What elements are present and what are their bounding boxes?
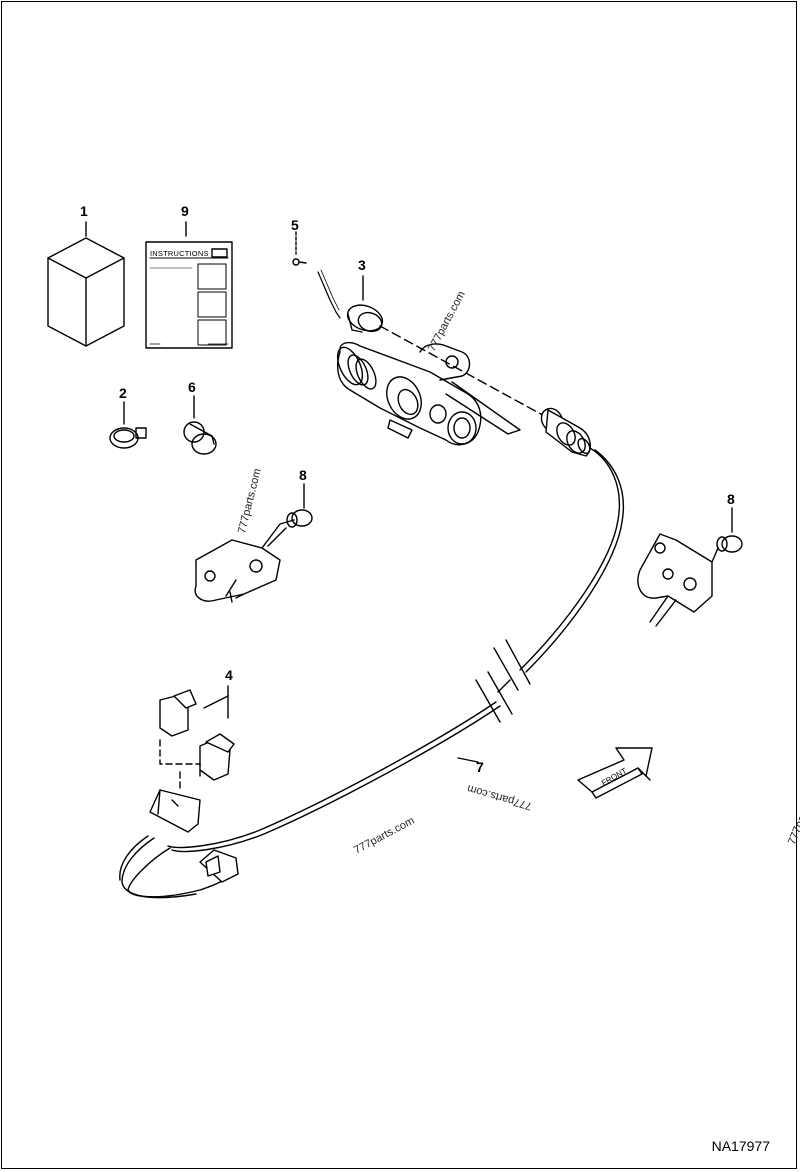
callout-8-left: 8	[299, 467, 307, 483]
assembly-line-3	[379, 325, 549, 419]
part-5-screw	[292, 258, 307, 266]
leader-4a	[203, 695, 229, 709]
callout-4: 4	[225, 667, 233, 683]
bracket-left	[194, 519, 295, 603]
part-3-tether	[317, 271, 341, 319]
part-9-instructions	[145, 241, 233, 349]
callout-5: 5	[291, 217, 299, 233]
harness-connector-body	[149, 789, 201, 833]
instructions-title: INSTRUCTIONS	[150, 249, 209, 258]
part-7-harness-cable	[119, 447, 625, 899]
part-6-clamp	[183, 421, 217, 455]
harness-small-connector	[199, 849, 239, 883]
part-1-box	[47, 237, 125, 347]
callout-2: 2	[119, 385, 127, 401]
part-8-clip-left	[286, 509, 313, 528]
callout-3: 3	[358, 257, 366, 273]
callout-8-right: 8	[727, 491, 735, 507]
callout-6: 6	[188, 379, 196, 395]
part-3-dust-cap	[346, 304, 384, 333]
callout-1: 1	[80, 203, 88, 219]
bracket-right	[637, 533, 719, 627]
drawing-number: NA17977	[711, 1138, 770, 1154]
part-8-clip-right	[716, 535, 743, 553]
part-4-seals	[159, 689, 235, 781]
valve-assembly	[336, 341, 521, 446]
front-arrow	[577, 747, 653, 799]
part-2-clamp	[109, 427, 147, 449]
callout-7: 7	[476, 759, 484, 775]
callout-9: 9	[181, 203, 189, 219]
leader-7	[457, 757, 479, 763]
harness-plug	[540, 407, 591, 457]
